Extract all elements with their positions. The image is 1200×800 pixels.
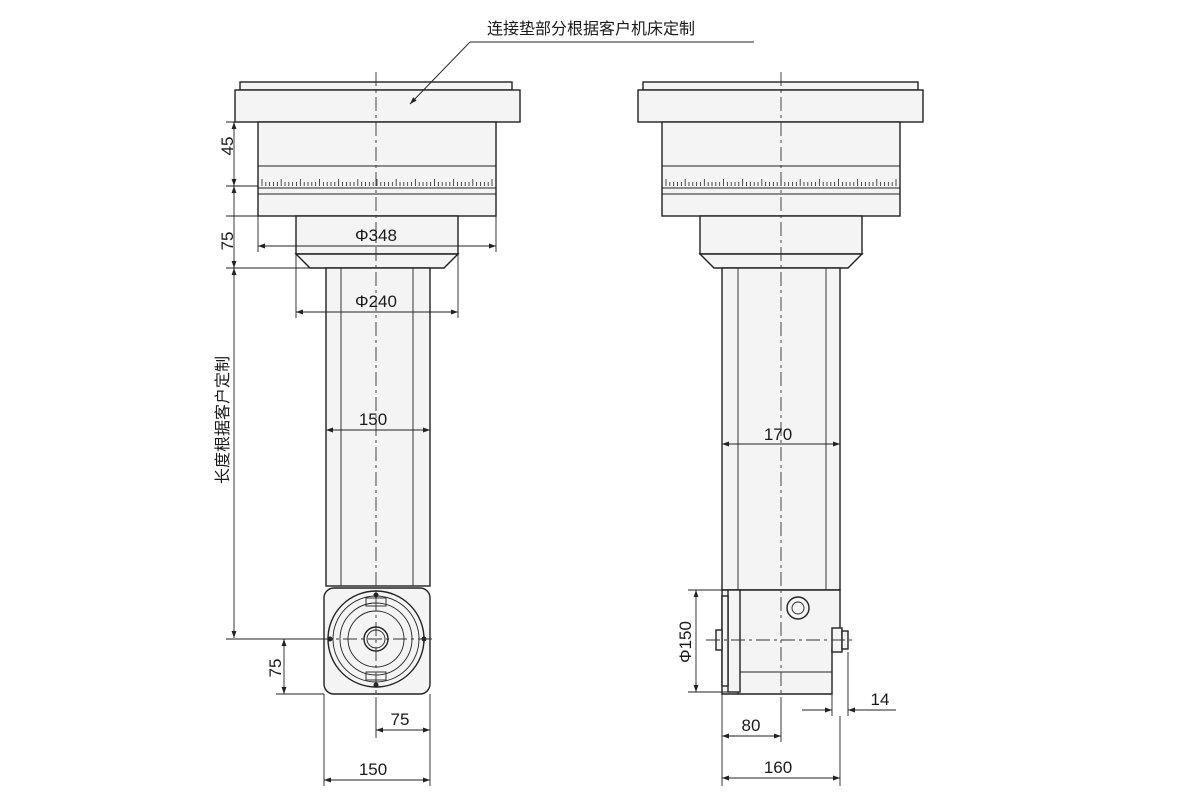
side-view bbox=[637, 72, 924, 700]
dim-75-bottom: 75 bbox=[391, 710, 410, 729]
dim-phi348: Φ348 bbox=[355, 226, 397, 245]
side-top-plate bbox=[642, 81, 919, 91]
front-bolt-hole bbox=[373, 592, 379, 598]
front-dimensions: 45 75 Φ348 Φ240 长度根据客户定制 150 75 75 150 bbox=[213, 121, 497, 786]
front-view bbox=[234, 72, 521, 700]
side-flange bbox=[727, 589, 741, 693]
dim-75-left: 75 bbox=[266, 659, 285, 678]
dim-14: 14 bbox=[871, 690, 890, 709]
front-spindle-block bbox=[323, 587, 431, 695]
front-housing bbox=[257, 121, 497, 217]
dim-75-top: 75 bbox=[218, 232, 237, 251]
side-fixing-hole bbox=[786, 596, 810, 620]
front-adapter-plate bbox=[234, 89, 521, 123]
side-adapter-plate bbox=[637, 89, 924, 123]
dim-phi240: Φ240 bbox=[355, 292, 397, 311]
length-note: 长度根据客户定制 bbox=[213, 356, 232, 484]
dim-170: 170 bbox=[764, 425, 792, 444]
dim-45: 45 bbox=[218, 137, 237, 156]
dim-phi150: Φ150 bbox=[676, 621, 695, 663]
front-scale-ticks bbox=[261, 179, 493, 186]
dim-160: 160 bbox=[764, 758, 792, 777]
dim-150-column: 150 bbox=[359, 410, 387, 429]
dim-80: 80 bbox=[742, 716, 761, 735]
top-note-callout: 连接垫部分根据客户机床定制 bbox=[409, 19, 754, 105]
dim-150-bottom: 150 bbox=[359, 760, 387, 779]
side-scale-ticks bbox=[665, 179, 897, 186]
side-dimensions: 170 Φ150 14 80 160 bbox=[676, 425, 896, 786]
front-taper bbox=[294, 253, 460, 269]
top-note: 连接垫部分根据客户机床定制 bbox=[487, 19, 695, 38]
